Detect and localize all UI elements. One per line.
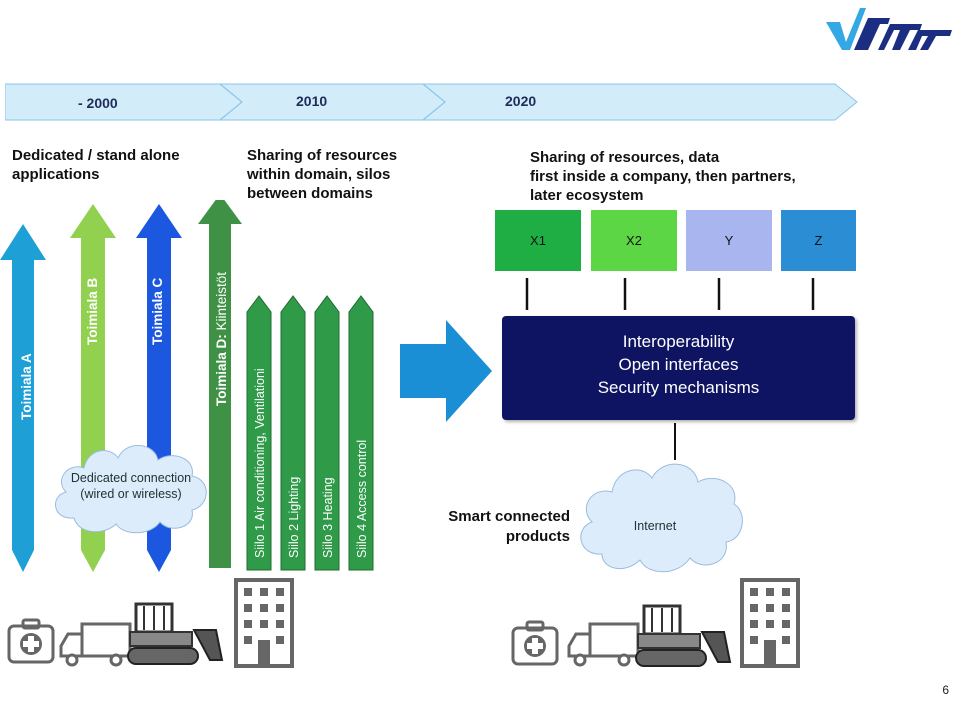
heading-line: later ecosystem bbox=[530, 187, 644, 204]
partner-z: Z bbox=[781, 210, 856, 271]
timeline-label-2010: 2010 bbox=[296, 93, 328, 109]
medical-kit-icon bbox=[510, 618, 560, 668]
silo-2-label: Siilo 2 Lighting bbox=[287, 476, 301, 558]
platform-line: Open interfaces bbox=[618, 355, 739, 374]
heading-line: applications bbox=[12, 166, 100, 183]
timeline-arrow bbox=[4, 80, 860, 124]
partner-y: Y bbox=[686, 210, 772, 271]
truck-icon bbox=[58, 620, 134, 668]
dedicated-connection-cloud bbox=[46, 432, 214, 540]
smart-line: Smart connected bbox=[448, 508, 570, 525]
timeline-label-2020: 2020 bbox=[505, 93, 537, 109]
medical-kit-icon bbox=[6, 616, 56, 666]
smart-line: products bbox=[505, 528, 570, 545]
heading-line: between domains bbox=[247, 185, 373, 202]
toimiala-d-bold: Toimiala D: bbox=[214, 334, 229, 406]
platform-line: Interoperability bbox=[622, 332, 735, 351]
toimiala-c-label: Toimiala C bbox=[150, 277, 165, 345]
internet-cloud bbox=[572, 450, 746, 582]
heading-line: within domain, silos bbox=[247, 166, 391, 183]
toimiala-d-label: Toimiala D: Kiinteistöt bbox=[214, 272, 229, 406]
transition-arrow bbox=[398, 318, 494, 424]
partner-x2: X2 bbox=[591, 210, 677, 271]
truck-icon bbox=[566, 620, 642, 668]
cloud-line: (wired or wireless) bbox=[80, 487, 182, 501]
heading-line: Sharing of resources bbox=[247, 147, 398, 164]
vtt-logo bbox=[820, 4, 956, 60]
toimiala-b-label: Toimiala B bbox=[85, 277, 100, 345]
column-heading-ecosystem: Sharing of resources, data first inside … bbox=[530, 148, 796, 205]
cloud-line: Dedicated connection bbox=[70, 471, 192, 485]
timeline-label-2000: - 2000 bbox=[78, 95, 118, 111]
column-heading-silos: Sharing of resources within domain, silo… bbox=[247, 146, 397, 203]
internet-label: Internet bbox=[633, 519, 677, 533]
connector-lines bbox=[495, 270, 855, 510]
heading-line: Sharing of resources, data bbox=[530, 149, 720, 166]
silo-3-label: Siilo 3 Heating bbox=[321, 477, 335, 558]
silo-4-label: Siilo 4 Access control bbox=[355, 439, 369, 558]
silo-1-label: Siilo 1 Air conditioning, Ventilationi bbox=[253, 368, 267, 558]
column-heading-standalone: Dedicated / stand alone applications bbox=[12, 146, 180, 184]
bulldozer-icon bbox=[632, 602, 732, 672]
heading-line: Dedicated / stand alone bbox=[12, 147, 180, 164]
bulldozer-icon bbox=[124, 600, 224, 670]
smart-products-label: Smart connected products bbox=[430, 507, 570, 547]
building-icon bbox=[232, 576, 296, 668]
page-number: 6 bbox=[942, 683, 949, 697]
dedicated-connection-text: Dedicated connection (wired or wireless) bbox=[52, 470, 210, 502]
silo-arrows bbox=[245, 290, 385, 575]
toimiala-a-label: Toimiala A bbox=[19, 353, 34, 420]
building-icon bbox=[738, 576, 802, 668]
heading-line: first inside a company, then partners, bbox=[530, 168, 796, 185]
toimiala-d-rest: Kiinteistöt bbox=[214, 271, 229, 335]
partner-x1: X1 bbox=[495, 210, 581, 271]
platform-line: Security mechanisms bbox=[597, 378, 760, 397]
interoperability-platform: Interoperability Open interfaces Securit… bbox=[502, 316, 855, 420]
